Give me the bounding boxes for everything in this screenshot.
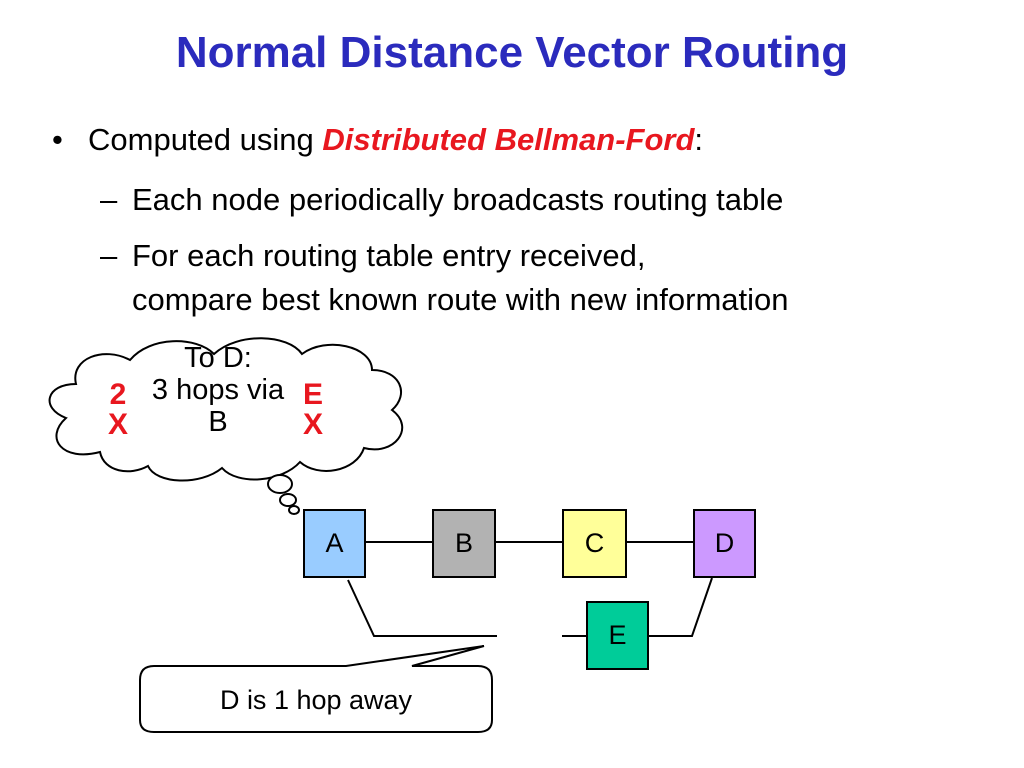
- right-mark-top: E: [302, 378, 323, 411]
- thought-trail: [267, 474, 300, 515]
- thought-line-3: B: [208, 406, 228, 438]
- sub-item-broadcast: –Each node periodically broadcasts routi…: [100, 178, 783, 222]
- left-crossout-mark: 2 X: [106, 380, 130, 440]
- network-links: [347, 541, 713, 637]
- link-e-d: [648, 577, 713, 637]
- node-d: [693, 509, 756, 578]
- node-a-label: A: [325, 528, 344, 558]
- thought-cloud: [48, 337, 404, 482]
- node-a: [303, 509, 366, 578]
- right-mark-bottom: X: [302, 408, 323, 441]
- sub-item-line: For each routing table entry received,: [132, 238, 646, 273]
- slide-title: Normal Distance Vector Routing: [175, 28, 849, 77]
- sub-item-line-continued: compare best known route with new inform…: [132, 282, 789, 317]
- node-b-label: B: [454, 528, 473, 558]
- right-crossout-mark: E X: [300, 380, 326, 440]
- bullet-prefix: Computed using: [88, 122, 323, 157]
- node-e: [586, 601, 649, 670]
- bullet-suffix: :: [694, 122, 704, 157]
- thought-text: To D: 3 hops via B: [108, 342, 328, 438]
- node-b: [432, 509, 496, 578]
- sub-item-line: Each node periodically broadcasts routin…: [132, 182, 784, 217]
- node-c: [562, 509, 627, 578]
- thought-line-1: To D:: [184, 342, 252, 374]
- callout-bubble: [139, 645, 493, 733]
- sub-item-dash: –: [100, 182, 118, 217]
- main-bullet: • Computed using Distributed Bellman-Ford…: [52, 118, 703, 162]
- bullet-emphasis: Distributed Bellman-Ford: [322, 122, 695, 157]
- sub-item-dash: –: [100, 238, 118, 273]
- node-d-label: D: [714, 528, 735, 558]
- left-mark-bottom: X: [107, 408, 128, 441]
- callout-text: D is 1 hop away: [219, 685, 413, 715]
- node-e-label: E: [608, 620, 627, 650]
- node-c-label: C: [584, 528, 605, 558]
- sub-item-compare: –For each routing table entry received, …: [100, 234, 789, 322]
- left-mark-top: 2: [109, 378, 127, 411]
- thought-line-2: 3 hops via: [151, 374, 285, 406]
- bullet-symbol: •: [52, 122, 63, 157]
- link-a-e: [347, 579, 497, 637]
